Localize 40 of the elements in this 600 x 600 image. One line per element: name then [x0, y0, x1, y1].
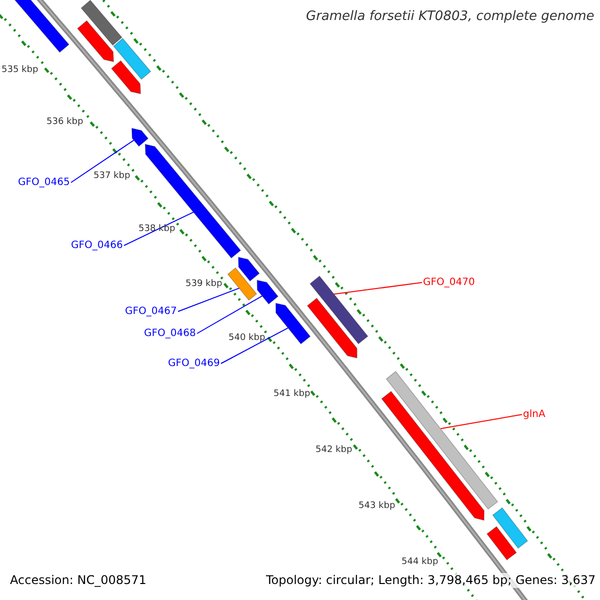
scale-label: 540 kbp — [228, 334, 266, 344]
scale-label: 535 kbp — [2, 66, 38, 76]
gene-label: GFO_0468 — [144, 328, 196, 339]
gene-feature — [131, 128, 149, 147]
scale-label: 536 kbp — [46, 118, 84, 128]
gene-feature — [76, 20, 114, 62]
gene-feature — [113, 38, 152, 80]
gene-label: GFO_0465 — [18, 177, 70, 188]
gene-feature — [80, 0, 122, 46]
leader-line — [440, 414, 522, 430]
scale-label: 538 kbp — [138, 225, 176, 235]
scale-label: 537 kbp — [94, 172, 130, 182]
scale-label: 544 kbp — [402, 558, 438, 568]
leader-line — [124, 212, 194, 246]
leader-line — [70, 140, 134, 183]
leader-line — [178, 288, 240, 312]
genome-stats-text: Topology: circular; Length: 3,798,465 bp; Genes: 3,637 — [264, 573, 598, 588]
gene-feature — [492, 507, 528, 549]
scale-label: 541 kbp — [274, 390, 310, 400]
gene-feature — [110, 60, 142, 94]
scale-label: 539 kbp — [186, 280, 222, 290]
gene-feature — [238, 256, 260, 282]
gene-label: glnA — [523, 409, 546, 420]
scale-label: 543 kbp — [358, 502, 396, 512]
gene-feature — [256, 280, 279, 305]
gene-label: GFO_0466 — [71, 240, 123, 251]
gene-feature — [306, 298, 358, 358]
gene-feature — [486, 526, 517, 560]
map-title: Gramella forsetii KT0803, complete genome — [306, 10, 594, 24]
gene-feature — [381, 390, 484, 521]
accession-text: Accession: NC_008571 — [8, 573, 148, 588]
gene-feature — [310, 276, 368, 344]
gene-label: GFO_0470 — [423, 277, 475, 288]
gene-label: GFO_0469 — [168, 358, 220, 369]
leader-line — [196, 295, 263, 334]
leader-line — [220, 327, 288, 364]
leader-line — [334, 282, 422, 295]
scale-label: 542 kbp — [316, 446, 352, 456]
gene-label: GFO_0467 — [125, 306, 177, 317]
gene-feature — [227, 267, 258, 301]
